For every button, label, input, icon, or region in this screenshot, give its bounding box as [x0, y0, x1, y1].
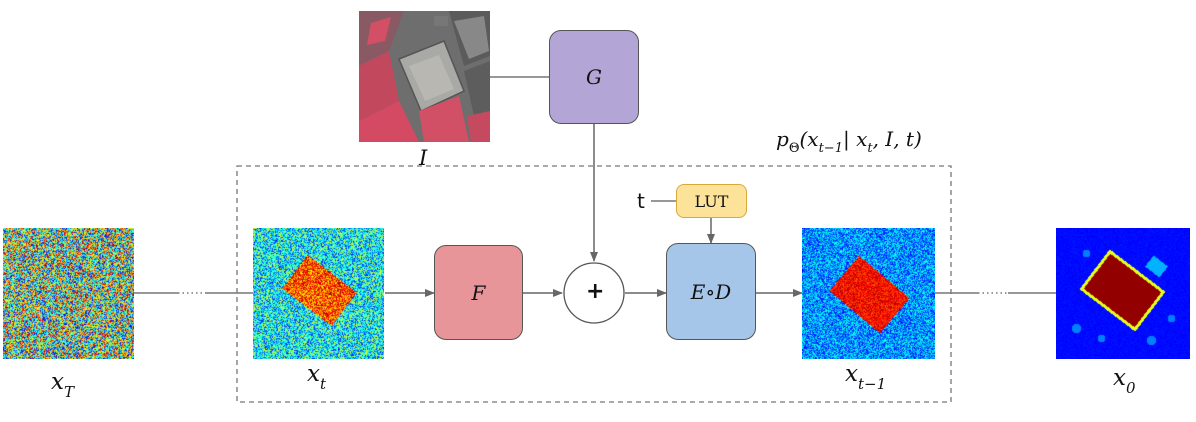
xT-label: xT — [51, 369, 74, 401]
title-rest: , I, t) — [872, 127, 922, 151]
xt-minus-1-label-base: x — [845, 361, 858, 387]
t-input-label: t — [637, 189, 645, 213]
xT-label-sub: T — [63, 383, 74, 401]
xt-label-base: x — [307, 361, 320, 387]
xt-minus-1-label-sub: t−1 — [857, 375, 887, 393]
title-bar: | x — [842, 127, 868, 151]
title-sub-t-minus-1: t−1 — [818, 141, 843, 156]
title-sub-t: t — [867, 141, 873, 156]
dashed-process-box — [236, 165, 952, 403]
input-aerial-image — [359, 11, 490, 142]
xt-minus-1-noise-image — [802, 228, 935, 359]
G-node-label: G — [586, 65, 602, 89]
ED-node-label: E∘D — [690, 279, 732, 304]
xT-noise-image — [3, 228, 134, 359]
xt-noise-image — [253, 228, 384, 359]
title-theta: Θ — [788, 141, 800, 156]
xt-minus-1-label: xt−1 — [845, 361, 886, 393]
title-p: p — [776, 127, 789, 151]
F-node-label: F — [471, 280, 486, 305]
G-node: G — [549, 30, 639, 124]
F-node: F — [434, 245, 523, 340]
x0-label-sub: 0 — [1125, 379, 1136, 397]
input-image-label: I — [419, 146, 428, 170]
ED-node: E∘D — [666, 243, 756, 340]
x0-label-base: x — [1113, 365, 1126, 391]
xt-label: xt — [307, 361, 326, 393]
LUT-node: LUT — [676, 184, 747, 218]
x0-output-image — [1056, 228, 1190, 359]
xT-label-base: x — [51, 369, 64, 395]
plus-node-label: + — [586, 279, 605, 304]
LUT-node-label: LUT — [694, 191, 729, 211]
dashed-box-title: pΘ(xt−1| xt, I, t) — [776, 127, 922, 156]
plus-node-circle — [563, 262, 625, 324]
title-args: (x — [799, 127, 819, 151]
x0-label: x0 — [1113, 365, 1136, 397]
xt-label-sub: t — [319, 375, 327, 393]
